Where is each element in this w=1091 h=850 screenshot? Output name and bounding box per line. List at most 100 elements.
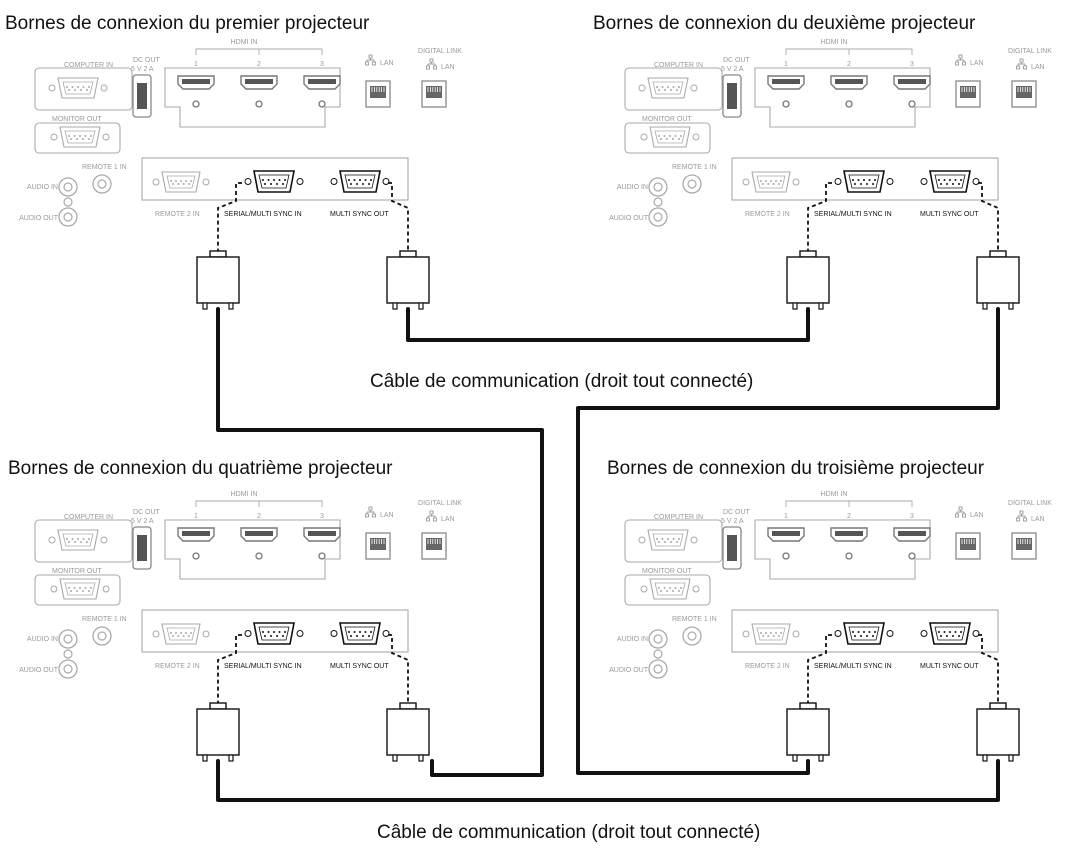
hdmi-led [255, 100, 263, 108]
audio-in-jack-inner [653, 634, 663, 644]
network-links [366, 58, 375, 62]
dc-out-rating: 5 V 2 A [721, 518, 744, 525]
pin [73, 587, 76, 589]
network-node [962, 513, 966, 518]
network-node [1023, 517, 1027, 522]
screw-hole [50, 585, 58, 593]
plug-screw [418, 302, 424, 310]
plug-tip [399, 250, 417, 258]
plug-screw [392, 754, 398, 762]
screw-hole [742, 178, 750, 186]
pin [284, 179, 286, 181]
remote1-in-label: REMOTE 1 IN [82, 164, 127, 171]
pin [658, 541, 660, 543]
plug-body [976, 256, 1020, 304]
pin [854, 635, 856, 637]
lan-socket [1016, 538, 1032, 550]
usb-port-socket [727, 83, 737, 109]
serial-multi-sync-in-port [834, 170, 894, 193]
plug-screw [818, 754, 824, 762]
pin [778, 635, 780, 637]
plug-screw [792, 302, 798, 310]
pin [670, 541, 672, 543]
network-node [365, 513, 369, 518]
dc-out-label: DC OUT [133, 57, 161, 64]
pin [82, 86, 85, 88]
audio-in-label: AUDIO IN [27, 184, 58, 191]
pin [359, 631, 361, 633]
cable-fourth-to-third [216, 759, 1000, 802]
pin [278, 179, 281, 181]
plug-screw [1008, 302, 1014, 310]
pin [656, 538, 658, 540]
lan-label: LAN [380, 512, 394, 519]
dsub-inner [934, 626, 966, 641]
pin [954, 631, 957, 633]
dc-out-rating: 5 V 2 A [131, 66, 154, 73]
pin [270, 635, 272, 637]
pin [940, 183, 942, 185]
screw-hole [692, 585, 700, 593]
monitor-out-label: MONITOR OUT [52, 568, 102, 575]
pin [368, 183, 370, 185]
pin [765, 180, 767, 182]
dc-out-rating: 5 V 2 A [131, 518, 154, 525]
screw-hole [792, 178, 800, 186]
remote2-in-label: REMOTE 2 IN [155, 211, 200, 218]
pin [175, 180, 177, 182]
digital-link-port [1011, 532, 1037, 560]
plug-screw [982, 302, 988, 310]
pin [678, 538, 680, 540]
network-node [1019, 58, 1024, 63]
hdmi-contacts [835, 531, 863, 536]
pin [863, 179, 865, 181]
hdmi-port-3 [303, 527, 341, 560]
screw-hole [886, 630, 894, 637]
pin [170, 632, 172, 634]
network-links [1017, 62, 1026, 66]
serial-in-dashed-link [217, 634, 242, 703]
computer-in-port [48, 77, 108, 99]
hdmi-port-2 [240, 527, 278, 560]
pin [356, 183, 358, 185]
digital-link-lan-label: LAN [1031, 64, 1045, 71]
network-node [955, 513, 959, 518]
pin [663, 587, 666, 589]
serial-in-dashed-link [807, 182, 832, 251]
pin [949, 179, 951, 181]
pin [857, 179, 860, 181]
pin [767, 183, 770, 185]
pin [353, 179, 356, 181]
network-node [368, 506, 373, 511]
hdmi-in-label: HDMI IN [821, 491, 848, 498]
pin [672, 590, 674, 592]
pin [180, 180, 182, 182]
pin [661, 86, 664, 88]
pin [84, 135, 87, 137]
hdmi-contacts [182, 79, 210, 84]
pin [282, 635, 284, 637]
multi-sync-out-port [920, 170, 980, 193]
pin [80, 541, 82, 543]
screw-hole [638, 536, 646, 544]
remote1-jack-inner [687, 631, 697, 641]
computer-in-port [638, 77, 698, 99]
audio-in-label: AUDIO IN [617, 184, 648, 191]
hdmi-port-1 [767, 75, 805, 108]
screw-hole [640, 585, 648, 593]
lan-port [955, 532, 981, 560]
pin [82, 590, 84, 592]
first-projector-heading: Bornes de connexion du premier projecteu… [5, 13, 370, 34]
pin [362, 183, 364, 185]
audio-link [653, 649, 663, 659]
screw-hole [690, 84, 698, 92]
screw-hole [100, 536, 108, 544]
screw-hole [834, 178, 842, 185]
pin [868, 631, 871, 633]
digital-link-port [1011, 80, 1037, 108]
serial-multi-sync-in-label: SERIAL/MULTI SYNC IN [224, 211, 302, 218]
lan-socket [960, 86, 976, 98]
audio-link [653, 197, 663, 207]
